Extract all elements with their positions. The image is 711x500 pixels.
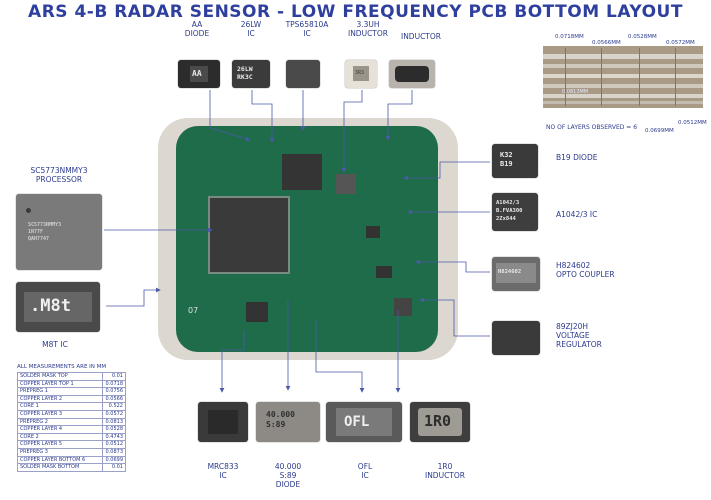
cross-section-value-1: 0.0718MM [555,34,584,40]
arrow-m8t [106,287,161,307]
arrow-aa-diode [209,90,251,142]
pcb-green-area: 07 [176,126,438,352]
measurement-value: 0.01 [102,463,126,472]
sc5773-marking: SC5773NMMY3 1N77F QAH7747 [28,222,62,242]
cross-section-value-2: 0.0566MM [592,40,621,46]
measurements-title: ALL MEASUREMENTS ARE IN MM [17,364,107,370]
opto-on-board [376,266,392,278]
label-sc5773-processor: SC5773NMMY3 PROCESSOR [30,166,88,184]
board-marking: 07 [188,306,199,315]
26lw-ic-marking: 26LW RK3C [237,65,253,81]
tps65810a-ic-photo [286,60,320,88]
ofl-ic-photo: OFL [326,402,402,442]
label-3-3uh-inductor: 3.3UH INDUCTOR [347,20,389,38]
label-h824602-opto-coupler: H824602 OPTO COUPLER [556,261,615,279]
cross-section-value-4: 0.0572MM [666,40,695,46]
label-a1042-ic: A1042/3 IC [556,210,598,219]
pin1-dot [26,208,31,213]
m8t-marking: .M8t [30,296,71,316]
40-000-diode-photo: 40.000 S:89 [256,402,320,442]
arrow-26lw-ic [251,90,275,143]
3-3uh-inductor-photo: 3R3 [345,60,377,88]
sc5773-processor-photo: SC5773NMMY3 1N77F QAH7747 [16,194,102,270]
regulator-on-board [394,298,412,316]
inductor-photo [389,60,435,88]
label-m8t-ic: M8T IC [42,340,68,349]
aa-diode-marking: AA [192,69,202,78]
b19-diode-photo: K32 B19 [492,144,538,178]
label-mrc833-ic: MRC833 IC [207,462,239,480]
label-inductor: INDUCTOR [400,32,442,41]
a1042-on-board [366,226,380,238]
arrow-inductor [385,90,413,141]
cross-section-value-5: 0.0699MM [645,128,674,134]
3-3uh-inductor-marking: 3R3 [355,70,365,76]
arrow-mrc833 [219,330,245,393]
m8t-ic-photo: .M8t [16,282,100,332]
1r0-inductor-photo: 1R0 [410,402,470,442]
ofl-marking: OFL [344,414,370,430]
1r0-marking: 1R0 [424,412,452,430]
26lw-ic-photo: 26LW RK3C [232,60,270,88]
aa-diode-photo: AA [178,60,220,88]
label-tps65810a-ic: TPS65810A IC [285,20,329,38]
inductor-on-board [336,174,356,194]
label-b19-diode: B19 DIODE [556,153,598,162]
label-aa-diode: AA DIODE [184,20,210,38]
h824602-marking: H824602 [498,269,522,275]
mrc833-ic-photo [198,402,248,442]
89zj20h-regulator-photo [492,321,540,355]
cross-section-value-3: 0.0528MM [628,34,657,40]
a1042-ic-photo: A1042/3 B.FVA300 2Zx844 [492,193,538,231]
b19-diode-marking: K32 B19 [500,151,513,168]
cross-section-value-6: 0.0512MM [678,120,707,126]
arrow-3-3uh-inductor [341,90,363,173]
arrow-b19-diode [403,161,490,181]
mrc833-on-board [246,302,268,322]
label-1r0-inductor: 1R0 INDUCTOR [424,462,466,480]
layers-observed-note: NO OF LAYERS OBSERVED = 6 [546,124,638,131]
h824602-opto-photo: H824602 [492,257,540,291]
label-ofl-ic: OFL IC [357,462,373,480]
pcb-board-photo: 07 [158,118,458,360]
processor-on-board [208,196,290,274]
arrow-h824602 [415,259,490,273]
a1042-ic-marking: A1042/3 B.FVA300 2Zx844 [496,200,523,222]
arrow-ofl [315,320,365,393]
tps-ic-on-board [282,154,322,190]
label-26lw-ic: 26LW IC [240,20,262,38]
pcb-cross-section-photo [543,46,703,108]
label-89zj20h-voltage-regulator: 89ZJ20H VOLTAGE REGULATOR [556,322,602,349]
40-000-marking: 40.000 S:89 [266,410,295,429]
arrow-89zj20h [419,297,490,337]
page-title: ARS 4-B RADAR SENSOR - LOW FREQUENCY PCB… [28,2,683,22]
label-40-000-diode: 40.000 S:89 DIODE [274,462,302,489]
cross-section-value-7: 0.0813MM [562,89,589,95]
